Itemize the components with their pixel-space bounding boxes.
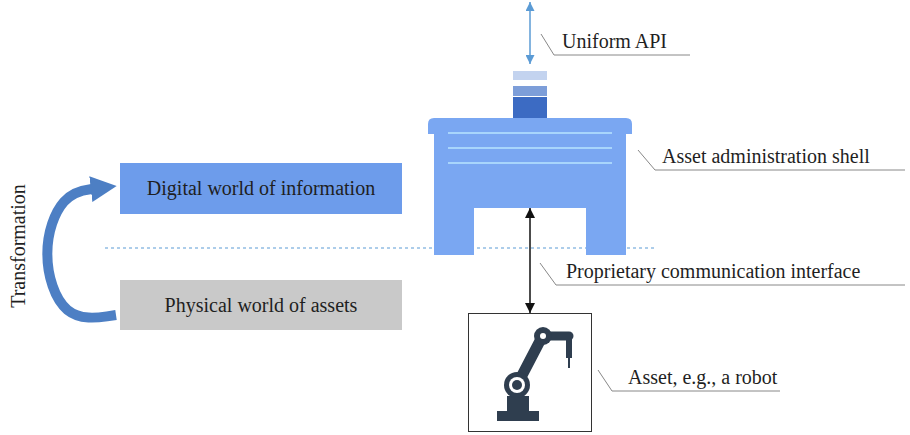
layer-box: Physical world of assets — [120, 280, 402, 330]
shell-stripe — [448, 147, 612, 149]
api-connector-dark — [513, 97, 547, 119]
transformation-arrow — [47, 189, 116, 318]
layer-box: Digital world of information — [120, 163, 402, 214]
callout-label: Asset administration shell — [662, 145, 870, 168]
layer-divider — [105, 248, 655, 249]
shell-outline — [428, 118, 632, 255]
api-arrow — [529, 2, 531, 64]
box-label: Digital world of information — [147, 177, 375, 200]
callout-label: Asset, e.g., a robot — [628, 366, 777, 389]
edge-label: Proprietary communication interface — [564, 260, 862, 283]
robot-icon — [497, 327, 569, 421]
interface-arrow — [529, 208, 531, 313]
shell-stripe — [448, 162, 612, 164]
api-connector-mid — [513, 86, 547, 96]
shell-shape — [428, 100, 632, 255]
box-label: Physical world of assets — [165, 294, 358, 317]
edge-label: Transformation — [7, 182, 30, 310]
callout-label: Uniform API — [560, 30, 669, 53]
asset-box: Asset, e.g., a robot — [468, 313, 592, 432]
api-connector-light — [513, 71, 547, 80]
shell-stripe — [448, 132, 612, 134]
shell-node: Asset administration shell — [428, 100, 632, 255]
